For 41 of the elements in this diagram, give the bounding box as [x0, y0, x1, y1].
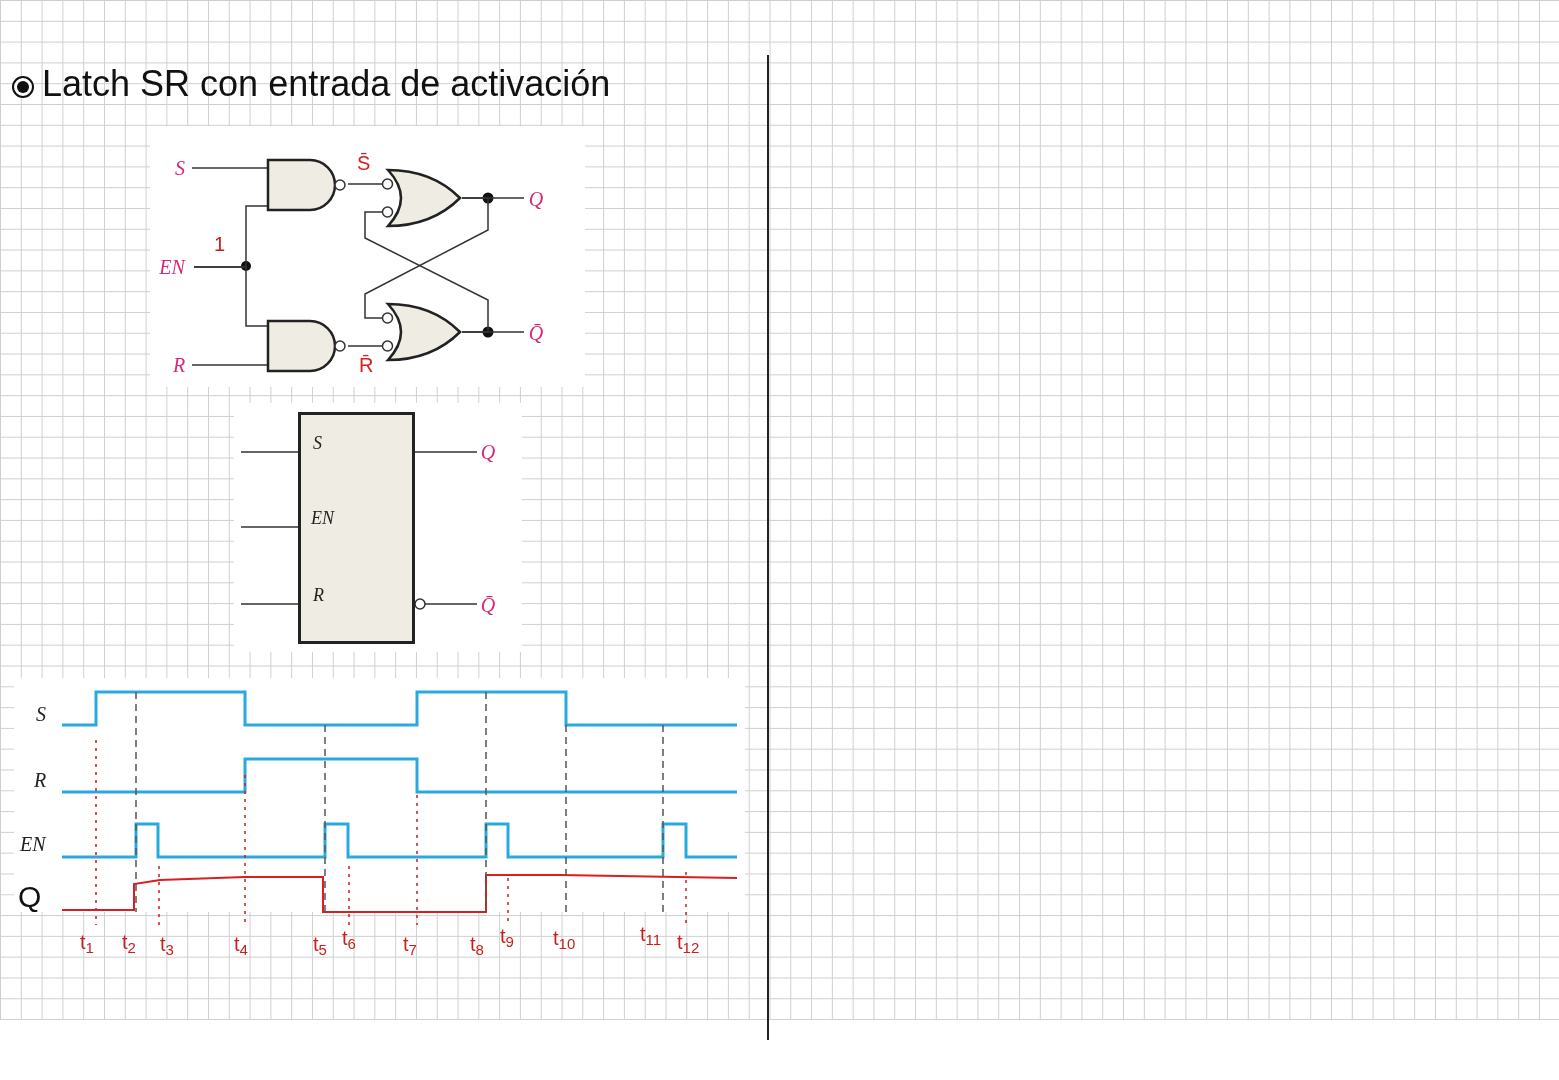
signal-label: Q — [524, 186, 548, 212]
wire — [414, 598, 478, 610]
signal-label: Q̄ — [477, 590, 499, 620]
wire — [347, 183, 383, 185]
wire — [191, 364, 269, 366]
latch-block — [298, 412, 415, 644]
signal-label: Q — [477, 440, 499, 464]
wire — [240, 526, 299, 528]
signal-name: t$_{9}$ — [500, 924, 514, 948]
signal-name: t$_{5}$ — [313, 932, 327, 956]
wire — [347, 345, 383, 347]
pin-label: EN — [311, 507, 334, 529]
signal-name: Q — [18, 880, 42, 914]
signal-name: t$_{4}$ — [234, 932, 248, 956]
signal-label: EN — [150, 255, 194, 279]
wire — [364, 197, 489, 319]
pin-label: S — [313, 432, 322, 454]
signal-name: t$_{10}$ — [553, 926, 576, 950]
signal-name: t$_{8}$ — [470, 932, 484, 956]
signal-name: t$_{1}$ — [80, 930, 94, 954]
signal-name: EN — [20, 832, 46, 856]
wire — [191, 167, 269, 169]
signal-name: t$_{11}$ — [640, 922, 662, 946]
wire — [364, 211, 489, 333]
title: Latch SR con entrada de activación — [42, 62, 611, 106]
signal-label: S — [168, 156, 192, 180]
wire — [193, 266, 269, 327]
signal-name: t$_{6}$ — [342, 926, 356, 950]
annotation: 1 — [214, 232, 226, 256]
signal-name: t$_{12}$ — [677, 930, 700, 954]
signal-name: R — [34, 768, 47, 792]
signal-name: S — [36, 702, 46, 726]
wire — [240, 603, 299, 605]
signal-label: Q̄ — [524, 318, 548, 348]
signal-name: t$_{2}$ — [122, 930, 136, 954]
wire — [240, 451, 299, 453]
signal-label: R — [166, 353, 192, 377]
signal-name: t$_{7}$ — [403, 932, 417, 956]
signal-name: t$_{3}$ — [160, 932, 174, 956]
pin-label: R — [313, 584, 324, 606]
wire — [414, 451, 478, 453]
